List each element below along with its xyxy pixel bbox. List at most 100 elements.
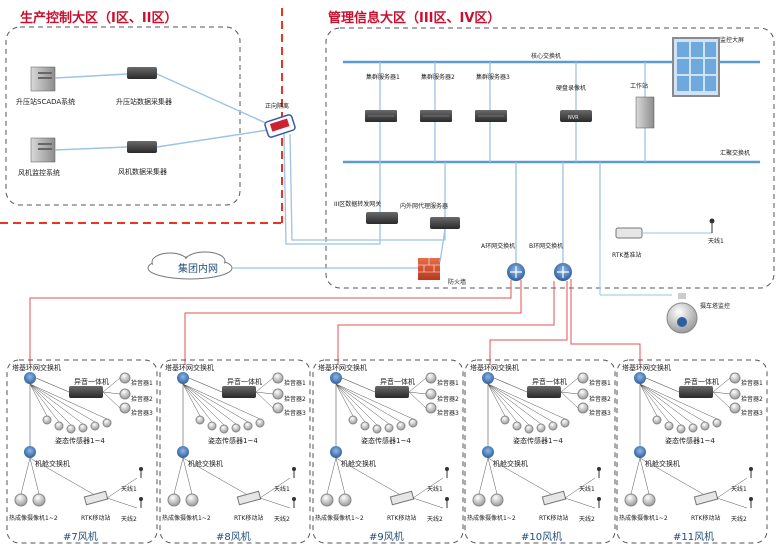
voice-unit-icon <box>375 386 409 398</box>
pickup-label: 拾音器3 <box>437 409 459 417</box>
voice-unit-icon <box>679 386 713 398</box>
posture-sensor-icon <box>231 423 241 433</box>
workstation-label: 工作站 <box>630 82 648 90</box>
turbine-frame <box>6 359 158 544</box>
pickup-icon <box>425 402 437 414</box>
antenna-icon <box>292 497 296 501</box>
proxy-server-icon <box>430 217 460 229</box>
thermal-label: 热成像摄像机1~2 <box>467 514 516 522</box>
posture-sensor-icon <box>548 421 558 431</box>
thermal-camera-icon <box>338 493 352 507</box>
nacelle-switch-label: 机舱交换机 <box>645 459 680 468</box>
firewall-label: 防火墙 <box>448 278 466 286</box>
antenna-icon <box>445 467 449 471</box>
thermal-camera-icon <box>185 493 199 507</box>
thermal-camera-icon <box>472 493 486 507</box>
ring-a-switch-icon <box>507 263 525 281</box>
nacelle-switch-label: 机舱交换机 <box>493 459 528 468</box>
turbine-name: #10风机 <box>521 530 562 543</box>
rtk-mobile-icon <box>389 490 415 506</box>
pickup-label: 拾音器2 <box>437 395 459 403</box>
thermal-camera-icon <box>167 493 181 507</box>
rtk-mobile-label: RTK移动站 <box>387 514 416 522</box>
gateway-icon <box>366 212 398 224</box>
svg-text:NVR: NVR <box>568 115 579 121</box>
thermal-label: 热成像摄像机1~2 <box>619 514 668 522</box>
thermal-label: 热成像摄像机1~2 <box>315 514 364 522</box>
turbine-name: #7风机 <box>63 530 98 543</box>
antenna-icon <box>597 467 601 471</box>
nacelle-switch-label: 机舱交换机 <box>35 459 70 468</box>
posture-sensor-icon <box>207 421 217 431</box>
fan-monitor-label: 风机监控系统 <box>18 168 60 177</box>
posture-sensor-icon <box>396 421 406 431</box>
rtk-mobile-icon <box>236 490 262 506</box>
pickup-label: 拾音器3 <box>589 409 611 417</box>
pickup-icon <box>425 372 437 384</box>
turbine-name: #8风机 <box>216 530 251 543</box>
pickup-label: 拾音器1 <box>589 379 611 387</box>
core-switch-label: 核心交换机 <box>531 52 561 60</box>
turbine-unit: 塔基环网交换机异音一体机拾音器1拾音器2拾音器3姿态传感器1~4机舱交换机热成像… <box>159 359 311 544</box>
posture-sensor-icon <box>500 415 510 425</box>
pickup-icon <box>272 402 284 414</box>
turbine-frame <box>616 359 768 544</box>
pickup-icon <box>119 388 131 400</box>
isolator-icon <box>264 114 296 138</box>
pickup-label: 拾音器2 <box>741 395 763 403</box>
proxy-label: 内外网代理服务器 <box>400 202 448 210</box>
pickup-icon <box>272 372 284 384</box>
antenna-label: 天线1 <box>121 485 137 493</box>
rtk-base-icon <box>615 227 643 239</box>
gateway-label: III区数据转发网关 <box>334 200 381 208</box>
antenna-icon <box>709 218 715 233</box>
posture-sensor-icon <box>243 421 253 431</box>
cluster-server-1-label: 集群服务器1 <box>366 73 400 81</box>
nacelle-switch-icon <box>482 446 494 458</box>
tower-ring-switch-label: 塔基环网交换机 <box>318 363 367 372</box>
pickup-icon <box>729 402 741 414</box>
nacelle-switch-label: 机舱交换机 <box>341 459 376 468</box>
voice-unit-icon <box>222 386 256 398</box>
agg-switch-label: 汇聚交换机 <box>720 149 750 157</box>
tower-ring-switch-icon <box>330 372 342 384</box>
nacelle-switch-icon <box>634 446 646 458</box>
turbine-unit: 塔基环网交换机异音一体机拾音器1拾音器2拾音器3姿态传感器1~4机舱交换机热成像… <box>464 359 616 544</box>
antenna-icon <box>445 497 449 501</box>
cluster-server-3-icon <box>475 110 507 122</box>
posture-sensor-icon <box>560 418 570 428</box>
posture-label: 姿态传感器1~4 <box>208 436 258 445</box>
ring-b-switch-icon <box>554 263 572 281</box>
production-zone-title: 生产控制大区（I区、II区） <box>20 10 178 26</box>
nacelle-switch-icon <box>177 446 189 458</box>
nacelle-switch-label: 机舱交换机 <box>188 459 223 468</box>
rtk-mobile-label: RTK移动站 <box>691 514 720 522</box>
rtk-mobile-icon <box>693 490 719 506</box>
posture-sensor-icon <box>524 424 534 434</box>
posture-sensor-icon <box>102 418 112 428</box>
antenna-icon <box>749 497 753 501</box>
pickup-label: 拾音器3 <box>131 409 153 417</box>
tower-ring-switch-label: 塔基环网交换机 <box>12 363 61 372</box>
pickup-label: 拾音器2 <box>131 395 153 403</box>
posture-sensor-icon <box>372 424 382 434</box>
voice-unit-label: 异音一体机 <box>532 377 567 386</box>
big-screen-icon <box>672 37 720 97</box>
posture-sensor-icon <box>255 418 265 428</box>
posture-sensor-icon <box>195 415 205 425</box>
pickup-icon <box>577 402 589 414</box>
antenna-icon <box>139 467 143 471</box>
booster-collector-icon <box>127 67 157 79</box>
cluster-server-1-icon <box>365 110 397 122</box>
posture-sensor-icon <box>712 418 722 428</box>
pickup-icon <box>729 388 741 400</box>
rtk-mobile-icon <box>541 490 567 506</box>
thermal-camera-icon <box>14 493 28 507</box>
posture-label: 姿态传感器1~4 <box>55 436 105 445</box>
ring-network-links <box>29 279 641 365</box>
rtk-mobile-label: RTK移动站 <box>234 514 263 522</box>
bus-drops <box>379 62 701 265</box>
nacelle-switch-icon <box>330 446 342 458</box>
rtk-mobile-label: RTK移动站 <box>539 514 568 522</box>
